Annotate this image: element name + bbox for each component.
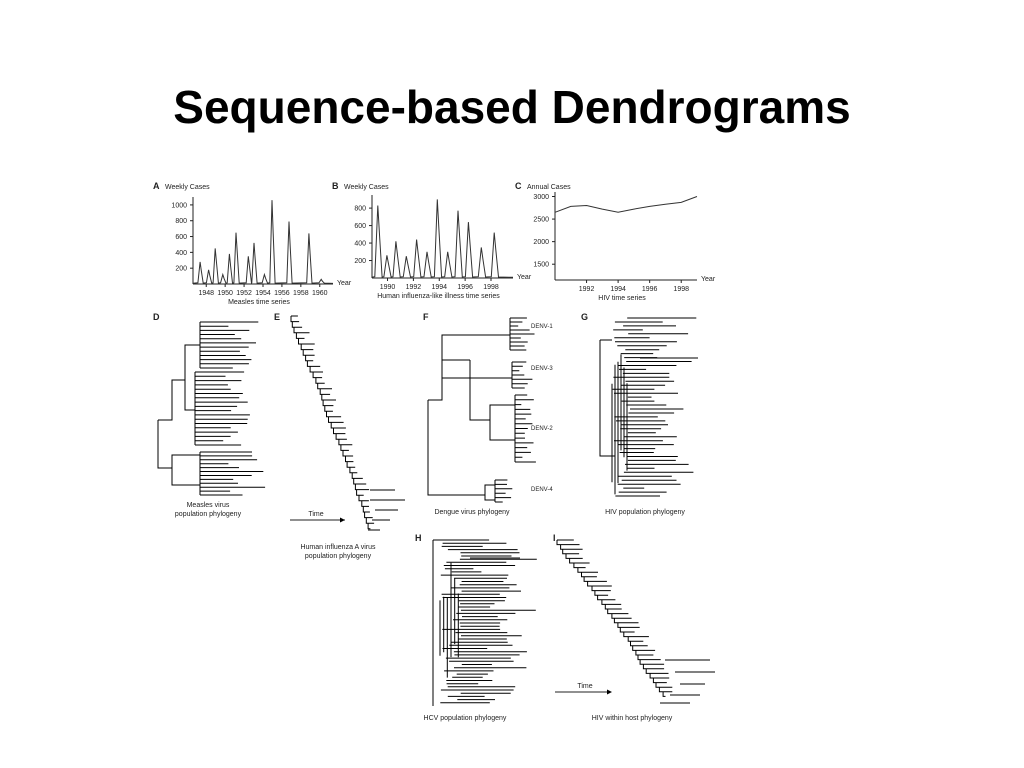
y-tick-label: 600 <box>354 223 366 230</box>
y-tick-label: 600 <box>175 234 187 241</box>
tree-caption: HCV population phylogeny <box>424 715 507 722</box>
clade-label: DENV-3 <box>531 366 553 372</box>
slide-title: Sequence-based Dendrograms <box>173 81 851 133</box>
x-tick-label: 1998 <box>483 284 499 291</box>
x-tick-label: 1990 <box>380 284 396 291</box>
y-tick-label: 400 <box>354 241 366 248</box>
tree-branches <box>611 317 697 497</box>
clade-label: DENV-2 <box>531 426 553 432</box>
arrowhead <box>340 517 345 523</box>
x-tick-label: 1994 <box>610 286 626 293</box>
x-tick-label: 1950 <box>217 290 233 297</box>
x-axis-label: Year <box>517 274 532 281</box>
tree-branches <box>368 489 405 531</box>
x-tick-label: 1998 <box>673 286 689 293</box>
y-tick-label: 2500 <box>533 217 549 224</box>
tree-branches <box>509 317 535 351</box>
panel-label: A <box>153 181 160 191</box>
x-tick-label: 1996 <box>642 286 658 293</box>
arrowhead <box>607 689 612 695</box>
y-tick-label: 200 <box>175 266 187 273</box>
y-tick-label: 400 <box>175 250 187 257</box>
x-tick-label: 1996 <box>457 284 473 291</box>
x-tick-label: 1994 <box>431 284 447 291</box>
tree-branches <box>494 479 513 503</box>
series-line <box>371 199 514 278</box>
y-axis-label: Weekly Cases <box>344 184 389 191</box>
panel-label: C <box>515 181 522 191</box>
tree-branches <box>432 539 460 706</box>
tree-caption: Measles virus <box>187 502 230 509</box>
x-axis-label: Year <box>337 280 352 287</box>
chart-caption: HIV time series <box>598 295 646 302</box>
panel-label: D <box>153 312 160 322</box>
chart-caption: Measles time series <box>228 299 290 306</box>
chart-C: C Annual Cases 1500 2000 2500 3000 1992 1994 199… <box>515 181 716 302</box>
y-tick-label: 2000 <box>533 239 549 246</box>
x-tick-label: 1948 <box>198 290 214 297</box>
clade-label: DENV-4 <box>531 487 553 493</box>
y-tick-label: 3000 <box>533 194 549 201</box>
tree-caption: population phylogeny <box>305 553 372 560</box>
tree-branches <box>511 361 533 389</box>
phylogeny-D: D Measles virus population phylogeny <box>153 312 266 518</box>
panel-label: I <box>553 533 556 543</box>
tree-branches <box>199 321 259 369</box>
x-tick-label: 1954 <box>255 290 271 297</box>
x-tick-label: 1956 <box>274 290 290 297</box>
tree-branches <box>660 659 715 704</box>
tree-branches <box>556 539 673 697</box>
tree-branches <box>290 315 375 530</box>
tree-caption: HIV within host phylogeny <box>592 715 673 722</box>
y-tick-label: 1000 <box>171 202 187 209</box>
panel-label: F <box>423 312 429 322</box>
tree-branches <box>599 339 615 457</box>
clade-label: DENV-1 <box>531 324 553 330</box>
phylogeny-H: H HCV population phylogeny <box>415 533 537 722</box>
tree-branches <box>157 344 200 486</box>
tree-caption: population phylogeny <box>175 511 242 518</box>
panel-label: B <box>332 181 339 191</box>
tree-branches <box>514 394 536 463</box>
tree-caption: HIV population phylogeny <box>605 509 685 516</box>
x-tick-label: 1960 <box>312 290 328 297</box>
time-label: Time <box>308 511 323 518</box>
tree-branches <box>439 539 537 704</box>
x-tick-label: 1952 <box>236 290 252 297</box>
phylogeny-G: G HIV population phylogeny <box>581 312 698 516</box>
tree-branches <box>199 451 266 496</box>
panel-label: H <box>415 533 422 543</box>
tree-caption: Dengue virus phylogeny <box>434 509 510 516</box>
tree-caption: Human influenza A virus <box>300 544 376 551</box>
x-axis-label: Year <box>701 276 716 283</box>
chart-caption: Human influenza-like illness time series <box>377 293 500 300</box>
y-tick-label: 800 <box>175 218 187 225</box>
y-tick-label: 1500 <box>533 262 549 269</box>
tree-branches <box>427 334 515 501</box>
y-axis-label: Annual Cases <box>527 184 571 191</box>
y-tick-label: 800 <box>354 206 366 213</box>
x-tick-label: 1992 <box>406 284 422 291</box>
y-axis-label: Weekly Cases <box>165 184 210 191</box>
panel-label: G <box>581 312 588 322</box>
x-tick-label: 1992 <box>579 286 595 293</box>
y-tick-label: 200 <box>354 258 366 265</box>
series-line <box>192 200 334 285</box>
chart-B: B Weekly Cases 200 400 600 800 1990 1992 1994 199… <box>332 181 532 300</box>
panel-label: E <box>274 312 280 322</box>
x-tick-label: 1958 <box>293 290 309 297</box>
tree-branches <box>194 371 250 446</box>
series-line <box>554 196 698 213</box>
time-label: Time <box>577 683 592 690</box>
